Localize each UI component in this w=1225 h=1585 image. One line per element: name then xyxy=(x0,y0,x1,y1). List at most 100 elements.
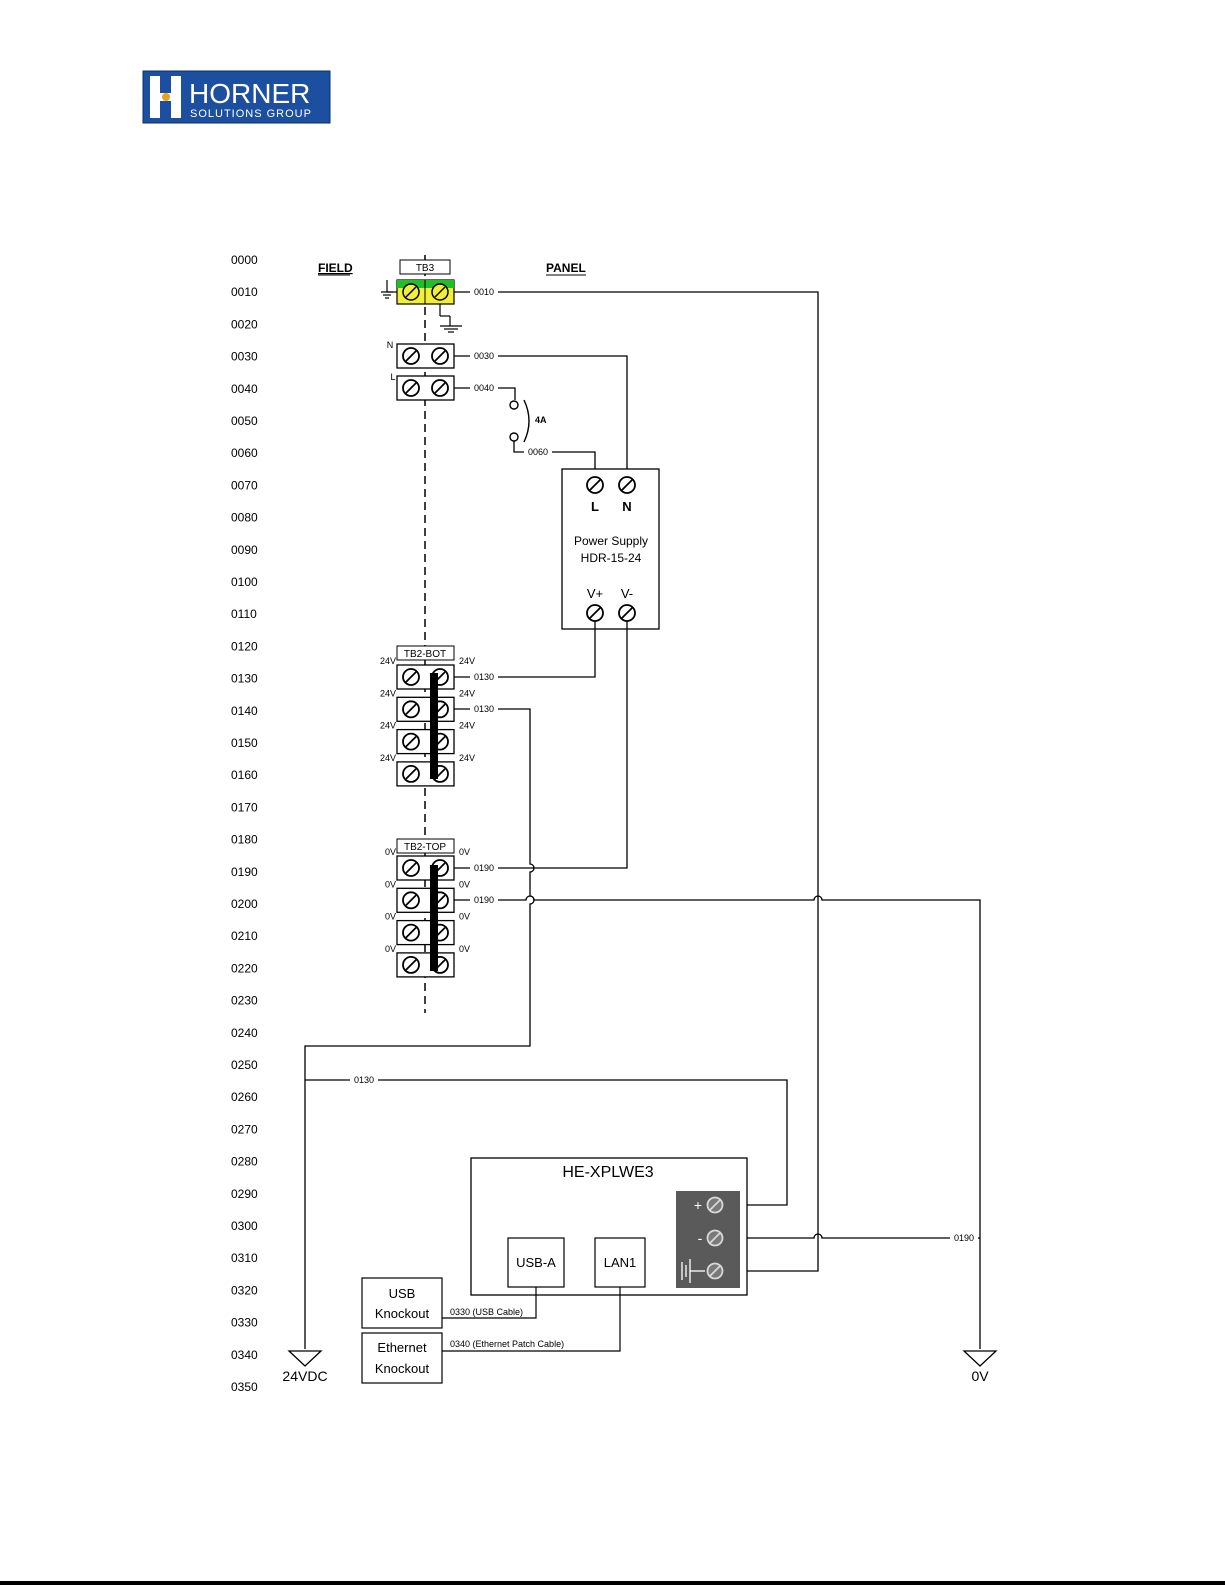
rung-number: 0200 xyxy=(231,897,258,911)
wire-label-0060: 0060 xyxy=(528,447,548,457)
rung-number: 0070 xyxy=(231,478,258,492)
ps-term-vplus: V+ xyxy=(587,586,603,601)
wire-0030 xyxy=(454,355,628,476)
rung-number: 0080 xyxy=(231,511,258,525)
terminal-voltage-label: 0V xyxy=(385,912,396,922)
controller-he-xplwe3: HE-XPLWE3 + - USB-A LAN1 xyxy=(470,1157,748,1296)
n-label: N xyxy=(387,340,394,350)
rung-number: 0150 xyxy=(231,736,258,750)
rung-number: 0330 xyxy=(231,1316,258,1330)
wire-0330-usb xyxy=(442,1287,537,1319)
panel-header: PANEL xyxy=(546,261,586,275)
terminal-voltage-label: 24V xyxy=(459,753,475,763)
rung-number: 0060 xyxy=(231,446,258,460)
screw-icon xyxy=(402,923,420,942)
controller-term-plus: + xyxy=(694,1197,702,1213)
usb-knockout: USB Knockout xyxy=(361,1277,443,1329)
wire-0130-controller xyxy=(305,1079,788,1206)
logo-brand: HORNER xyxy=(189,78,310,109)
zero-volt-label: 0V xyxy=(971,1368,989,1384)
wire-label-0190b: 0190 xyxy=(474,895,494,905)
rung-number: 0010 xyxy=(231,285,258,299)
rung-number: 0320 xyxy=(231,1283,258,1297)
rung-numbers: 0000001000200030004000500060007000800090… xyxy=(231,253,258,1394)
rung-number: 0050 xyxy=(231,414,258,428)
ps-model: HDR-15-24 xyxy=(581,551,642,565)
tb3-label: TB3 xyxy=(416,263,435,274)
rung-number: 0190 xyxy=(231,865,258,879)
terminal-voltage-label: 24V xyxy=(459,656,475,666)
screw-icon xyxy=(402,700,420,719)
wire-label-0010: 0010 xyxy=(474,287,494,297)
terminal-voltage-label: 24V xyxy=(380,656,396,666)
n-terminal: N xyxy=(387,340,455,369)
ps-name: Power Supply xyxy=(574,534,648,548)
lan1-label: LAN1 xyxy=(604,1255,637,1270)
terminal-voltage-label: 0V xyxy=(459,847,470,857)
rung-number: 0090 xyxy=(231,543,258,557)
eth-knockout-line1: Ethernet xyxy=(377,1340,427,1355)
screw-icon xyxy=(402,668,420,686)
terminal-voltage-label: 0V xyxy=(385,847,396,857)
wire-label-0130b: 0130 xyxy=(474,704,494,714)
terminal-voltage-label: 0V xyxy=(459,879,470,889)
wire-0010 xyxy=(454,291,819,1272)
rung-number: 0110 xyxy=(231,607,257,621)
rung-number: 0300 xyxy=(231,1219,258,1233)
rung-number: 0270 xyxy=(231,1122,258,1136)
ps-term-n: N xyxy=(622,499,631,514)
wire-0130-psu xyxy=(454,621,596,678)
terminal-voltage-label: 0V xyxy=(459,912,470,922)
wire-0190-psu xyxy=(454,621,628,869)
chassis-ground-icon xyxy=(681,1259,705,1283)
terminal-voltage-label: 24V xyxy=(459,688,475,698)
wire-label-0130a: 0130 xyxy=(474,672,494,682)
rung-number: 0280 xyxy=(231,1155,258,1169)
rung-number: 0170 xyxy=(231,800,258,814)
wire-label-0190c: 0190 xyxy=(954,1233,974,1243)
terminal-voltage-label: 24V xyxy=(380,688,396,698)
ethernet-knockout: Ethernet Knockout xyxy=(361,1332,443,1384)
l-label: L xyxy=(390,372,395,382)
terminal-voltage-label: 0V xyxy=(385,879,396,889)
rung-number: 0180 xyxy=(231,833,258,847)
terminal-voltage-label: 0V xyxy=(459,944,470,954)
rung-number: 0100 xyxy=(231,575,258,589)
rung-number: 0220 xyxy=(231,961,258,975)
wire-label-0340: 0340 (Ethernet Patch Cable) xyxy=(450,1339,564,1349)
dc24-label: 24VDC xyxy=(282,1368,327,1384)
rung-number: 0160 xyxy=(231,768,258,782)
rung-number: 0250 xyxy=(231,1058,258,1072)
rung-number: 0290 xyxy=(231,1187,258,1201)
wire-label-0040: 0040 xyxy=(474,383,494,393)
horner-logo: HORNER SOLUTIONS GROUP xyxy=(142,70,331,124)
rung-number: 0350 xyxy=(231,1380,258,1394)
terminal-voltage-label: 24V xyxy=(459,721,475,731)
rung-number: 0020 xyxy=(231,317,258,331)
screw-icon xyxy=(402,956,420,974)
rung-number: 0260 xyxy=(231,1090,258,1104)
fuse-rating: 4A xyxy=(535,415,547,425)
wire-label-0330: 0330 (USB Cable) xyxy=(450,1307,523,1317)
rung-number: 0030 xyxy=(231,350,258,364)
rung-number: 0230 xyxy=(231,994,258,1008)
wire-0190-controller xyxy=(740,1233,980,1239)
usb-knockout-line1: USB xyxy=(389,1286,416,1301)
zero-volt-supply-icon xyxy=(962,1350,998,1367)
wire-label-0190a: 0190 xyxy=(474,863,494,873)
rung-number: 0340 xyxy=(231,1348,258,1362)
rung-number: 0040 xyxy=(231,382,258,396)
usb-knockout-line2: Knockout xyxy=(375,1306,430,1321)
wire-0190-bus xyxy=(454,895,981,1349)
wire-label-0130c: 0130 xyxy=(354,1075,374,1085)
screw-icon xyxy=(402,891,420,910)
controller-name: HE-XPLWE3 xyxy=(562,1164,653,1181)
tb2-bot-label: TB2-BOT xyxy=(404,649,446,660)
wire-0340-ethernet xyxy=(442,1287,621,1352)
page-bottom-rule xyxy=(0,1581,1225,1585)
screw-icon xyxy=(402,732,420,751)
rung-number: 0130 xyxy=(231,672,258,686)
